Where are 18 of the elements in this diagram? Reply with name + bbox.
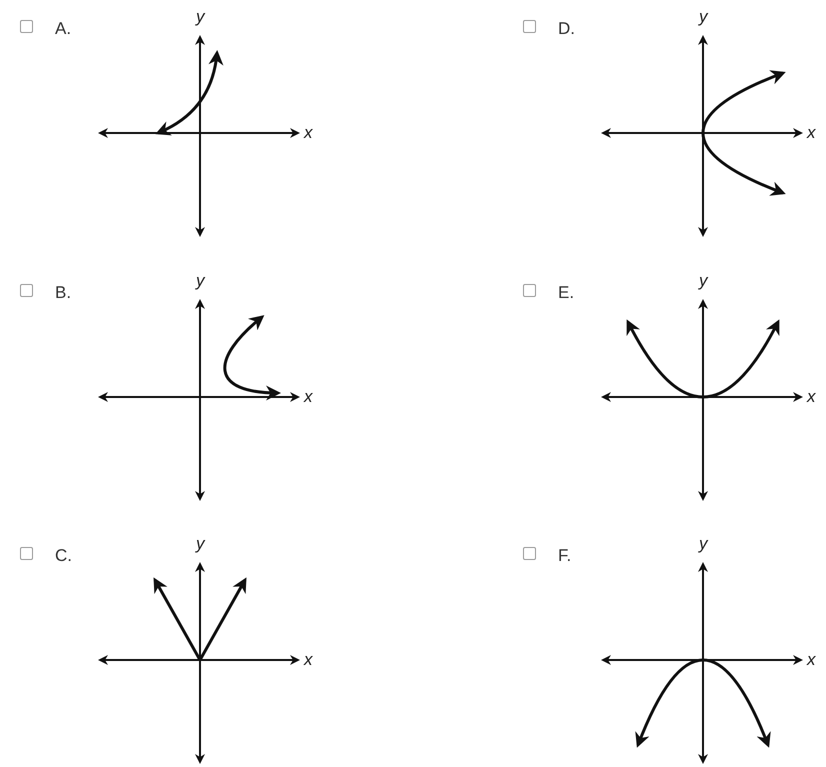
option-letter: F. [558, 546, 572, 566]
axis-label: y [196, 8, 204, 25]
axis-label: x [807, 124, 816, 141]
axis-label: x [304, 388, 312, 405]
option-letter: C. [55, 546, 72, 566]
option-letter: B. [55, 283, 72, 303]
option-letter: D. [558, 19, 575, 39]
option-letter: A. [55, 19, 72, 39]
axis-label: y [699, 272, 708, 289]
axis-label: y [699, 535, 708, 552]
axis-label: y [196, 535, 204, 552]
axis-label: y [196, 272, 204, 289]
axis-label: y [699, 8, 708, 25]
axis-label: x [304, 651, 312, 668]
axis-label: x [807, 651, 816, 668]
option-letter: E. [558, 283, 574, 303]
axis-label: x [304, 124, 312, 141]
axis-label: x [807, 388, 816, 405]
